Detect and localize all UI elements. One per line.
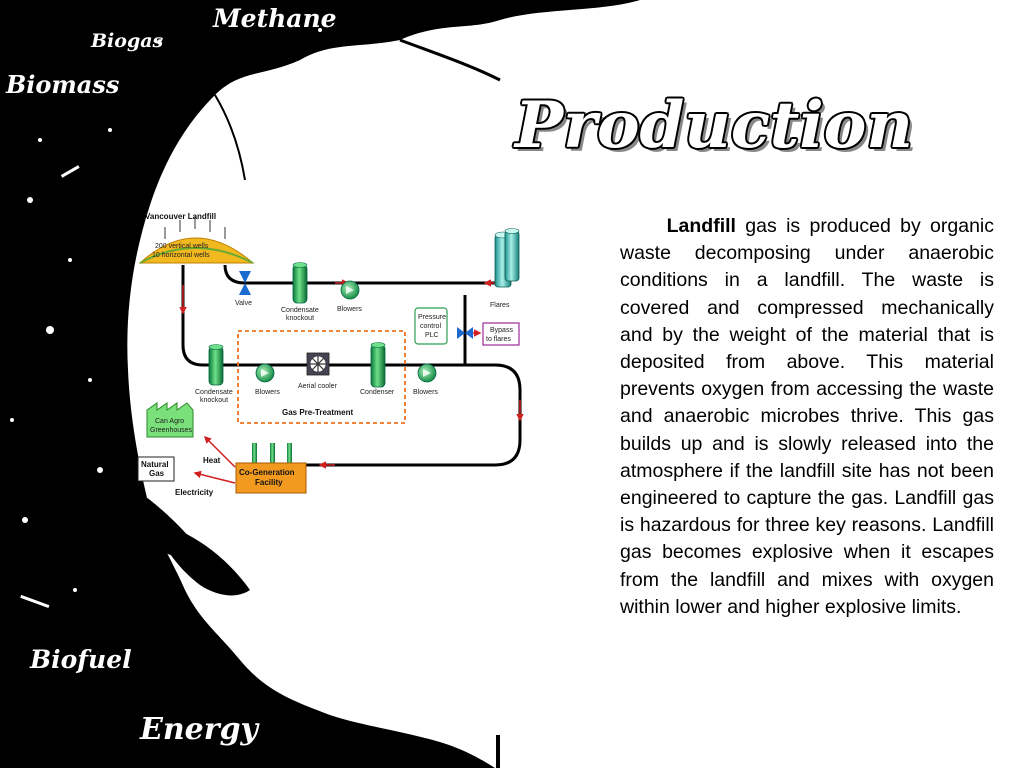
body-text: gas is produced by organic waste decompo… bbox=[620, 215, 994, 618]
natural-gas-label-2: Gas bbox=[149, 469, 165, 478]
pressure-label-1: Pressure bbox=[418, 314, 446, 321]
natural-gas-label-1: Natural bbox=[141, 460, 169, 469]
ink-drip bbox=[496, 735, 500, 768]
blower-right-icon bbox=[417, 363, 437, 383]
electricity-label: Electricity bbox=[175, 488, 214, 497]
biomass-label: Biomass bbox=[6, 70, 120, 99]
aerial-cooler-icon bbox=[306, 352, 330, 376]
landfill-wells-icon bbox=[138, 217, 255, 264]
body-paragraph: Landfill gas is produced by organic wast… bbox=[620, 213, 994, 621]
valve-label: Valve bbox=[235, 300, 252, 307]
landfill-gas-diagram: Vancouver Landfill 200 vertical wells 10… bbox=[135, 205, 530, 500]
methane-label: Methane bbox=[213, 4, 337, 33]
condenser-label: Condenser bbox=[360, 389, 395, 396]
cogen-label-2: Facility bbox=[255, 478, 283, 487]
heat-label: Heat bbox=[203, 456, 221, 465]
wells-line-1: 200 vertical wells bbox=[155, 243, 209, 250]
pretreatment-label: Gas Pre-Treatment bbox=[282, 408, 353, 417]
bypass-label-2: to flares bbox=[486, 336, 511, 343]
body-lead: Landfill bbox=[666, 215, 736, 237]
flares-icon bbox=[494, 228, 520, 288]
energy-label: Energy bbox=[140, 712, 258, 747]
pressure-label-3: PLC bbox=[425, 332, 439, 339]
blower-top-icon bbox=[340, 280, 360, 300]
ink-stroke bbox=[109, 224, 134, 496]
slide-title: Production bbox=[515, 88, 913, 163]
condensate-knockout-top-icon bbox=[292, 262, 308, 304]
condensate-top-label-1: Condensate bbox=[281, 307, 319, 314]
condensate-left-label-2: knockout bbox=[200, 397, 228, 404]
blower-mid-icon bbox=[255, 363, 275, 383]
bypass-label-1: Bypass bbox=[490, 327, 513, 334]
condensate-knockout-left-icon bbox=[208, 344, 224, 386]
speckles bbox=[10, 28, 322, 609]
biogas-label: Biogas bbox=[91, 30, 164, 52]
landfill-title: Vancouver Landfill bbox=[145, 212, 216, 221]
flow-arrows bbox=[179, 279, 524, 484]
ink-stroke bbox=[399, 38, 501, 82]
flares-label: Flares bbox=[490, 302, 510, 309]
condensate-left-label-1: Condensate bbox=[195, 389, 233, 396]
blowers-right-label: Blowers bbox=[413, 389, 438, 396]
blowers-top-label: Blowers bbox=[337, 306, 362, 313]
wells-line-2: 10 horizontal wells bbox=[152, 252, 210, 259]
pressure-label-2: control bbox=[420, 323, 441, 330]
greenhouse-label-1: Can Agro bbox=[155, 418, 184, 425]
bypass-valve-icon bbox=[457, 327, 473, 339]
cogeneration-icon bbox=[235, 443, 307, 494]
main-pipes bbox=[181, 264, 522, 467]
aerial-cooler-label: Aerial cooler bbox=[298, 383, 338, 390]
ink-streak bbox=[150, 520, 250, 596]
ink-stroke bbox=[214, 94, 246, 181]
blowers-mid-label: Blowers bbox=[255, 389, 280, 396]
condensate-top-label-2: knockout bbox=[286, 315, 314, 322]
natural-gas-box bbox=[137, 456, 175, 482]
pressure-control-box bbox=[414, 307, 448, 345]
valve-icon bbox=[239, 271, 251, 295]
bypass-box bbox=[482, 322, 520, 346]
greenhouse-icon bbox=[146, 402, 194, 438]
pretreatment-box bbox=[237, 330, 406, 424]
condenser-icon bbox=[370, 342, 386, 388]
process-flow-diagram: Vancouver Landfill 200 vertical wells 10… bbox=[137, 212, 524, 497]
biofuel-label: Biofuel bbox=[30, 645, 132, 674]
cogen-label-1: Co-Generation bbox=[239, 468, 295, 477]
greenhouse-label-2: Greenhouses bbox=[150, 427, 193, 434]
ink-splash bbox=[0, 0, 640, 768]
